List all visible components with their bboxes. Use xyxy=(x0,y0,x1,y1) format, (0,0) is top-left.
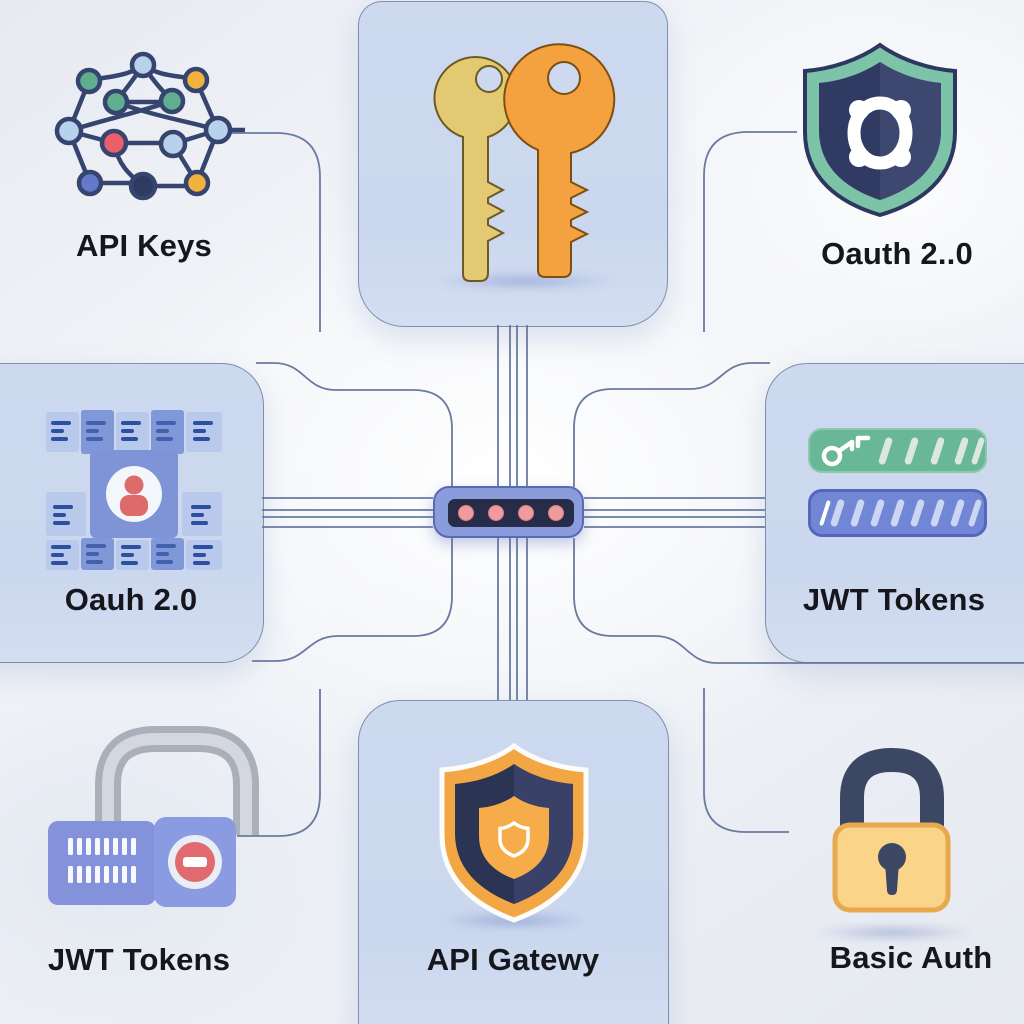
network-graph-icon xyxy=(54,51,245,201)
password-dot xyxy=(488,505,504,521)
label-api-gateway: API Gatewy xyxy=(426,942,600,977)
double-keys-icon xyxy=(433,43,616,282)
password-field xyxy=(433,486,584,538)
server-user-icon xyxy=(46,410,222,570)
password-dot xyxy=(548,505,564,521)
label-jwt-tokens-right: JWT Tokens xyxy=(802,582,986,617)
password-dot xyxy=(458,505,474,521)
password-dots xyxy=(448,499,574,527)
shield-gear-icon xyxy=(803,42,957,218)
label-oauh-2-0: Oauh 2.0 xyxy=(64,582,198,617)
shield-badge-icon xyxy=(439,742,589,923)
combination-lock-icon xyxy=(48,726,259,907)
label-basic-auth: Basic Auth xyxy=(829,940,993,975)
card-top-center xyxy=(358,1,668,327)
key-glyph-icon xyxy=(821,435,871,467)
label-jwt-tokens-left: JWT Tokens xyxy=(47,942,231,977)
padlock-icon xyxy=(832,747,951,913)
token-pills-icon xyxy=(808,428,987,473)
password-dot xyxy=(518,505,534,521)
basiclock-shadow xyxy=(808,924,978,941)
token-pills-icon-2 xyxy=(808,489,987,537)
label-api-keys: API Keys xyxy=(76,228,212,263)
label-oauth-2-0: Oauth 2..0 xyxy=(821,236,973,271)
